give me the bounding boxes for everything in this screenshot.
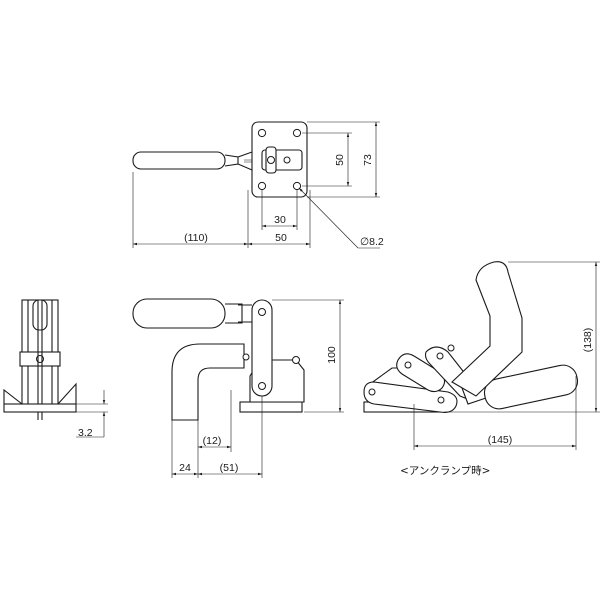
dim-base-width: 50 (275, 232, 287, 244)
dim-unclamped-length: (145) (488, 434, 513, 446)
unclamped-view: (138) (145) <アンクランプ時> (363, 261, 600, 477)
top-mount-hole-2 (292, 128, 302, 138)
top-handle-shaft (224, 154, 239, 167)
dim-hole-pitch-x: 30 (274, 214, 286, 226)
side-view: 3.2 (3, 299, 108, 439)
dim-unclamped-height: (138) (582, 328, 594, 353)
dim-handle-length: (110) (184, 232, 208, 244)
top-mount-hole-1 (257, 128, 267, 138)
front-view: 100 (12) 24 (51) (132, 298, 344, 478)
front-arm (171, 343, 245, 421)
dim-hole-diameter: ∅8.2 (360, 236, 384, 248)
unclamped-caption: <アンクランプ時> (400, 465, 490, 477)
dim-front-51: (51) (220, 462, 239, 474)
top-view: (110) 50 30 50 73 ∅8.2 (132, 121, 384, 249)
top-mount-hole-3 (257, 181, 267, 191)
front-base-plate (239, 401, 303, 413)
unclamped-clamp-arm (363, 381, 458, 413)
dim-base-thickness: 3.2 (78, 427, 93, 439)
dim-front-height: 100 (326, 346, 338, 364)
front-handle-grip (132, 298, 226, 329)
dim-hole-pitch-y: 50 (334, 154, 346, 166)
dim-total-height: 73 (362, 154, 374, 166)
top-handle-grip (132, 151, 226, 170)
dim-front-12: (12) (203, 435, 222, 447)
top-mount-hole-4 (292, 181, 302, 191)
side-base-plate (3, 403, 77, 413)
dim-front-24: 24 (179, 462, 191, 474)
